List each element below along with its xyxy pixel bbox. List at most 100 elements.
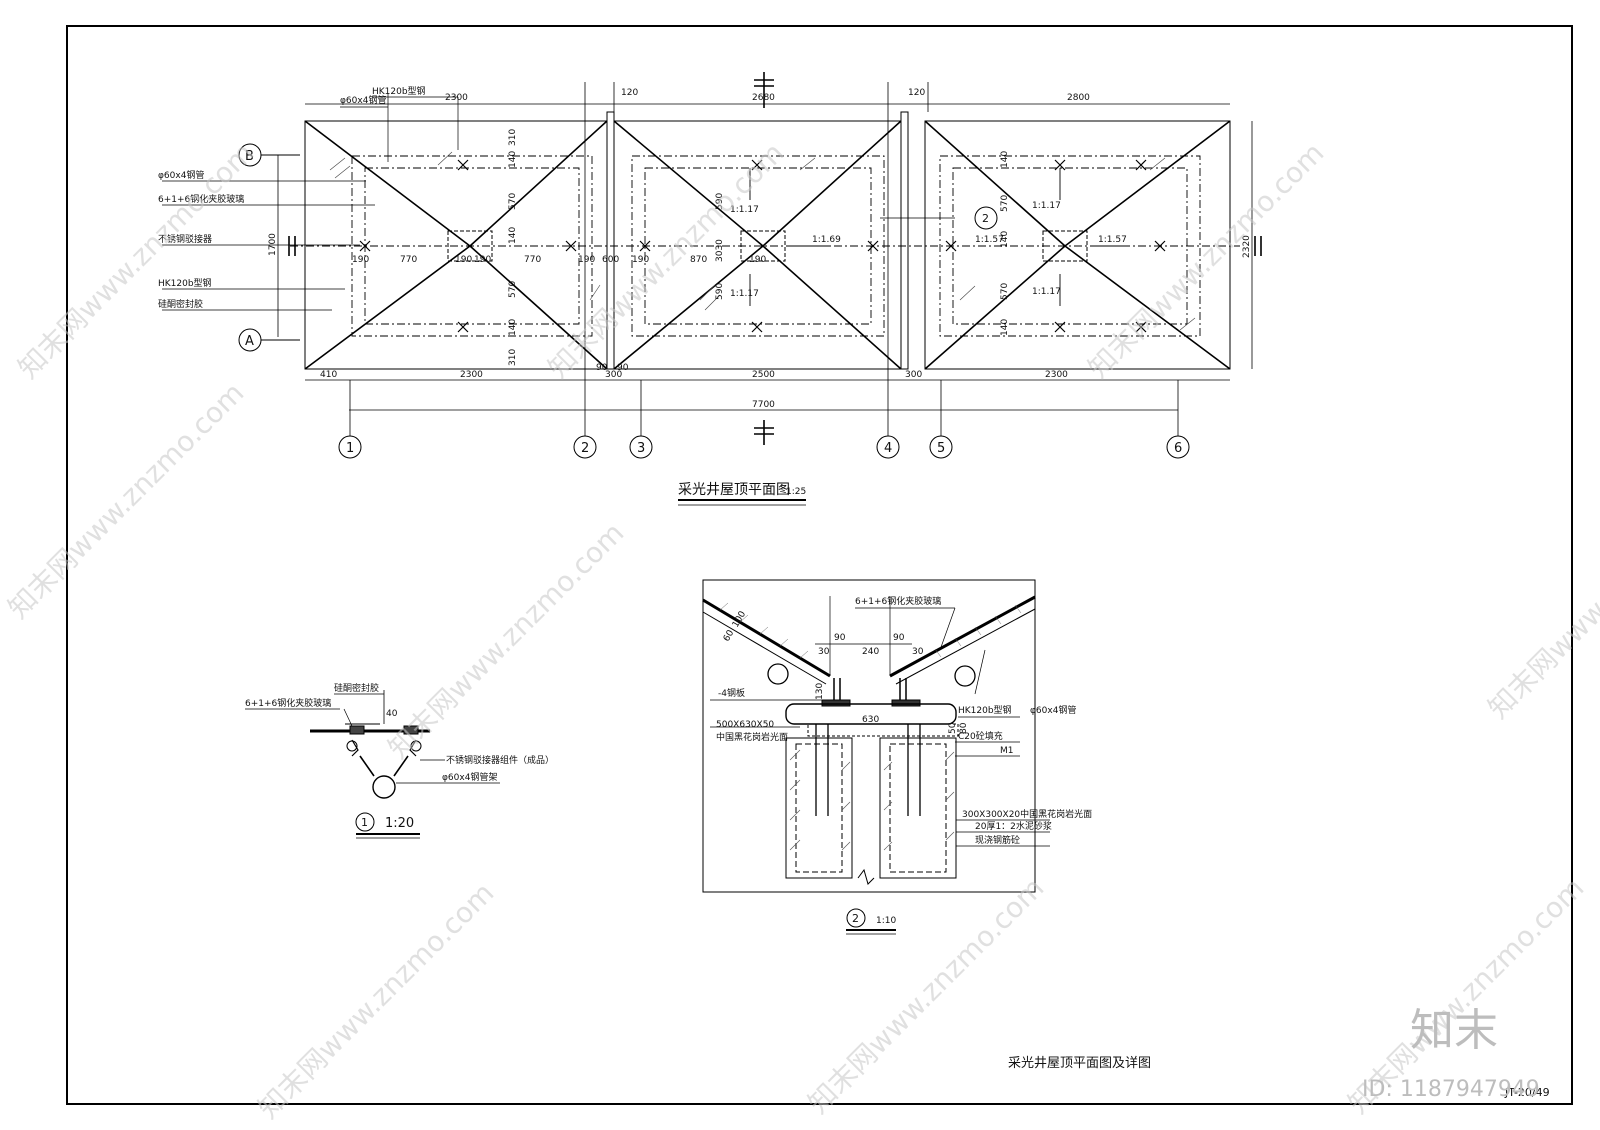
dim-inner-h-5: 770 <box>524 255 541 265</box>
slope-7: 1:1.17 <box>1032 287 1061 297</box>
axis-label-3: 3 <box>637 441 645 456</box>
detail-2-label-rc: 现浇钢筋砼 <box>975 834 1020 846</box>
axis-label-1: 1 <box>346 441 354 456</box>
detail-2-pier-left <box>785 737 853 879</box>
detail-2-label-granite-face: 300X300X20中国黑花岗岩光面 <box>962 808 1092 820</box>
dim-inner-v-5: 570 <box>508 281 518 298</box>
detail-2-label-plate: -4钢板 <box>718 687 745 699</box>
dim-inner-h-4: 190 <box>474 255 491 265</box>
dim-inner-h-9: 870 <box>690 255 707 265</box>
dim-misc-10: 140 <box>1000 231 1010 248</box>
axis-label-5: 5 <box>937 441 945 456</box>
watermark-logo: 知末 <box>1410 1005 1498 1056</box>
plan-callout-pipe: φ60x4钢管 <box>158 169 204 181</box>
axis-bubble-2 <box>573 435 597 459</box>
detail-tag-bubble <box>974 206 998 230</box>
sheet-number: JT-20/49 <box>1504 1086 1550 1099</box>
dim-inner-h-8: 190 <box>632 255 649 265</box>
dim-inner-h-10: 190 <box>749 255 766 265</box>
dim-total: 7700 <box>752 400 775 410</box>
post-left <box>606 111 615 370</box>
detail-2-dim-7: 30 <box>912 647 924 657</box>
detail-2-number-bubble <box>846 908 866 928</box>
detail-2-dim-11: 50 <box>948 722 958 734</box>
axis-label-2: 2 <box>581 441 589 456</box>
dim-top-1: 2300 <box>445 93 468 103</box>
detail-1-label-connector: 不锈钢驳接器组件（成品） <box>446 754 554 766</box>
dim-misc-6: 140 <box>1000 151 1010 168</box>
post-right <box>900 111 909 370</box>
detail-2-label-glass: 6+1+6钢化夹胶玻璃 <box>855 595 941 607</box>
detail-1-label-sealant: 硅酮密封胶 <box>334 682 379 694</box>
detail-2-label-granite: 中国黑花岗岩光面 <box>716 731 788 743</box>
slope-2: 1:1.69 <box>812 235 841 245</box>
hub-3 <box>1042 230 1088 262</box>
detail-2-dim-10: 80 <box>959 722 969 734</box>
plan-callout-pipe-top: φ60x4钢管 <box>340 94 386 106</box>
slope-3: 1:1.17 <box>730 289 759 299</box>
dim-misc-3: 590 <box>715 193 725 210</box>
axis-label-4: 4 <box>884 441 892 456</box>
detail-1-label-pipe: φ60x4钢管架 <box>442 771 497 783</box>
slope-6: 1:1.57 <box>1098 235 1127 245</box>
axis-label-A: A <box>245 334 254 349</box>
detail-2-dim-4: 240 <box>862 647 879 657</box>
dim-bottom-3: 300 <box>605 370 622 380</box>
detail-2-label-hk120b: HK120b型钢 <box>958 704 1012 716</box>
axis-label-6: 6 <box>1174 441 1182 456</box>
watermark-text: 知末网www.znzmo.com <box>1082 136 1331 385</box>
hub-2 <box>740 230 786 262</box>
axis-bubble-5 <box>929 435 953 459</box>
detail-2-dim-9: 630 <box>862 715 879 725</box>
dim-top-3: 2680 <box>752 93 775 103</box>
detail-2-pier-right <box>879 737 957 879</box>
detail-2-label-pipe: φ60x4钢管 <box>1030 704 1076 716</box>
watermark-text: 知末网www.znzmo.com <box>382 516 631 765</box>
watermark-text: 知末网www.znzmo.com <box>12 136 261 385</box>
dim-top-5: 2800 <box>1067 93 1090 103</box>
detail-2-label-m1: M1 <box>1000 746 1014 756</box>
dim-inner-v-7: 310 <box>508 349 518 366</box>
dim-top-2: 120 <box>621 88 638 98</box>
slope-5: 1:1.57 <box>975 235 1004 245</box>
detail-2-scale: 1:10 <box>876 916 896 926</box>
dim-misc-4: 590 <box>715 283 725 300</box>
dim-top-4: 120 <box>908 88 925 98</box>
detail-2-number: 2 <box>852 912 859 925</box>
bay-3-outline <box>924 120 1231 370</box>
axis-bubble-6 <box>1166 435 1190 459</box>
dim-bottom-5: 300 <box>905 370 922 380</box>
dim-inner-h-3: 190 <box>455 255 472 265</box>
axis-label-B: B <box>245 149 254 164</box>
detail-1-pipe <box>372 775 396 799</box>
watermark-text: 知末网www.znzmo.com <box>802 871 1051 1120</box>
detail-1-number: 1 <box>361 816 368 829</box>
plan-callout-glass: 6+1+6钢化夹胶玻璃 <box>158 193 244 205</box>
dim-misc-1: 90 <box>596 363 608 373</box>
dim-bottom-2: 2300 <box>460 370 483 380</box>
bay-1-frame <box>351 155 593 337</box>
detail-1-connector <box>245 690 500 839</box>
plan-callout-hk120b: HK120b型钢 <box>158 277 212 289</box>
plan-scale: 1:25 <box>786 487 806 497</box>
dim-misc-7: 140 <box>1000 319 1010 336</box>
detail-1-number-bubble <box>355 812 375 832</box>
detail-2-label-mortar: 20厚1：2水泥砂浆 <box>975 820 1052 832</box>
axis-bubble-3 <box>629 435 653 459</box>
dim-misc-8: 570 <box>1000 195 1010 212</box>
plan-detail-tag: 2 <box>982 212 989 225</box>
detail-1-scale: 1:20 <box>385 816 414 831</box>
dim-inner-v-4: 140 <box>508 227 518 244</box>
detail-1-dim: 40 <box>386 709 398 719</box>
plan-callout-sealant: 硅酮密封胶 <box>158 298 203 310</box>
watermark-text: 知末网www.znzmo.com <box>2 376 251 625</box>
dim-inner-h-1: 190 <box>352 255 369 265</box>
hub-1 <box>447 230 493 262</box>
detail-2-label-size: 500X630X50 <box>716 720 774 730</box>
detail-2-section <box>702 579 1050 935</box>
detail-1-label-glass: 6+1+6钢化夹胶玻璃 <box>245 697 331 709</box>
dim-inner-v-6: 140 <box>508 319 518 336</box>
watermark-text: 知末网www.znzmo.com <box>1482 476 1600 725</box>
dim-inner-h-6: 190 <box>578 255 595 265</box>
detail-2-dim-8: 130 <box>815 683 825 700</box>
